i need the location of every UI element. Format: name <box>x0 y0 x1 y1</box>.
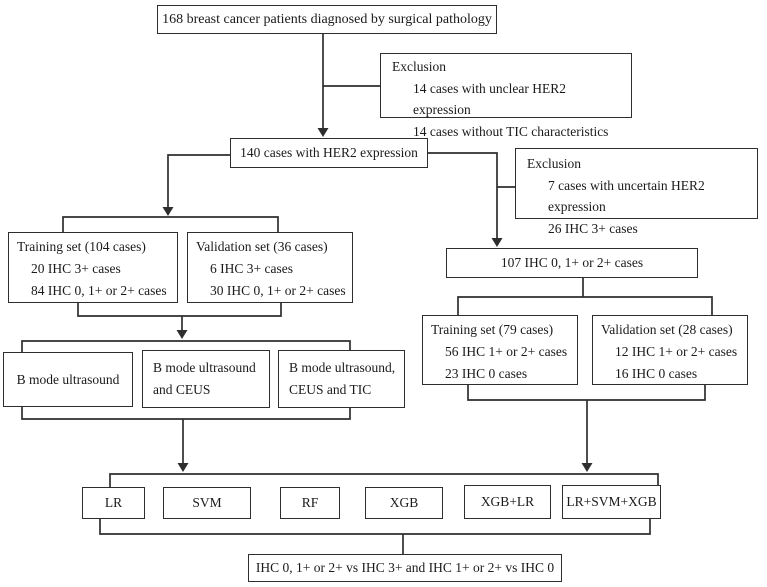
node-validation-set-left: Validation set (36 cases) 6 IHC 3+ cases… <box>187 232 353 303</box>
connector-right-merge-stem <box>581 400 593 472</box>
bracket-107-split <box>457 278 713 315</box>
training-set-right-item: 23 IHC 0 cases <box>445 366 528 381</box>
exclusion-2-title: Exclusion <box>527 156 581 171</box>
node-her2-cases: 140 cases with HER2 expression <box>230 138 428 168</box>
arrowhead-down-icon <box>177 463 189 472</box>
arrowhead-down-icon <box>176 330 188 339</box>
node-model-lr-label: LR <box>104 495 123 510</box>
connector-left-merge-stem <box>176 316 188 339</box>
node-exclusion-2: Exclusion 7 cases with uncertain HER2 ex… <box>515 148 758 236</box>
validation-set-left-item: 30 IHC 0, 1+ or 2+ cases <box>210 283 346 298</box>
node-ihc-107: 107 IHC 0, 1+ or 2+ cases <box>446 248 698 278</box>
validation-set-right-item: 12 IHC 1+ or 2+ cases <box>615 344 738 359</box>
validation-set-left-title: Validation set (36 cases) <box>196 239 328 254</box>
node-bmode-ceus-line: B mode ultrasound <box>153 360 256 375</box>
training-set-left-item: 20 IHC 3+ cases <box>31 261 121 276</box>
node-bmode-ceus-line: and CEUS <box>153 382 211 397</box>
node-model-xgb-lr-label: XGB+LR <box>480 494 535 509</box>
validation-set-right-item: 16 IHC 0 cases <box>615 366 698 381</box>
node-model-lr: LR <box>82 487 145 519</box>
node-ihc-107-label: 107 IHC 0, 1+ or 2+ cases <box>500 255 644 270</box>
node-bmode-ceus-tic-line: B mode ultrasound, <box>289 360 396 375</box>
node-bmode: B mode ultrasound <box>3 352 133 407</box>
node-model-xgb-label: XGB <box>389 495 419 510</box>
training-set-right-title: Training set (79 cases) <box>431 322 554 337</box>
validation-set-left-item: 6 IHC 3+ cases <box>210 261 293 276</box>
node-bmode-ceus-tic: B mode ultrasound, CEUS and TIC <box>278 350 405 408</box>
connector-her2-to-left-split <box>162 154 230 216</box>
node-model-svm: SVM <box>163 487 251 519</box>
node-bmode-ceus: B mode ultrasound and CEUS <box>142 350 270 408</box>
node-model-lr-svm-xgb-label: LR+SVM+XGB <box>566 494 657 509</box>
training-set-left-title: Training set (104 cases) <box>17 239 146 254</box>
connector-models-merge <box>99 519 651 535</box>
node-exclusion-1: Exclusion 14 cases with unclear HER2 exp… <box>380 53 632 139</box>
node-patients: 168 breast cancer patients diagnosed by … <box>157 5 497 34</box>
exclusion-2-item: 7 cases with uncertain HER2 expression <box>548 177 705 215</box>
node-model-lr-svm-xgb: LR+SVM+XGB <box>562 485 661 519</box>
node-model-svm-label: SVM <box>192 495 222 510</box>
node-final-comparison: IHC 0, 1+ or 2+ vs IHC 3+ and IHC 1+ or … <box>248 554 562 582</box>
node-her2-cases-label: 140 cases with HER2 expression <box>240 145 418 160</box>
node-training-set-right: Training set (79 cases) 56 IHC 1+ or 2+ … <box>422 315 578 385</box>
exclusion-1-item: 14 cases with unclear HER2 expression <box>413 80 566 118</box>
node-patients-label: 168 breast cancer patients diagnosed by … <box>162 11 492 27</box>
node-bmode-label: B mode ultrasound <box>16 371 120 387</box>
exclusion-1-title: Exclusion <box>392 59 446 74</box>
validation-set-right-title: Validation set (28 cases) <box>601 322 733 337</box>
exclusion-1-item: 14 cases without TIC characteristics <box>413 123 609 139</box>
connector-bmode-merge <box>21 407 351 420</box>
node-model-xgb: XGB <box>365 487 443 519</box>
node-bmode-ceus-tic-line: CEUS and TIC <box>289 382 372 397</box>
connector-her2-to-107 <box>428 152 503 247</box>
node-model-rf-label: RF <box>301 495 319 510</box>
node-final-comparison-label: IHC 0, 1+ or 2+ vs IHC 3+ and IHC 1+ or … <box>255 560 555 575</box>
connector-right-merge <box>467 385 706 401</box>
arrowhead-down-icon <box>491 238 503 247</box>
node-training-set-left: Training set (104 cases) 20 IHC 3+ cases… <box>8 232 178 303</box>
training-set-right-item: 56 IHC 1+ or 2+ cases <box>445 344 568 359</box>
connector-bmode-merge-stem <box>177 419 189 472</box>
connector-top-to-her2 <box>317 34 329 137</box>
connector-left-merge <box>77 303 282 317</box>
training-set-left-item: 84 IHC 0, 1+ or 2+ cases <box>31 283 167 298</box>
bracket-left-split <box>62 216 279 232</box>
node-model-xgb-lr: XGB+LR <box>464 485 551 519</box>
arrowhead-down-icon <box>162 207 174 216</box>
arrowhead-down-icon <box>581 463 593 472</box>
exclusion-2-item: 26 IHC 3+ cases <box>548 220 638 236</box>
node-validation-set-right: Validation set (28 cases) 12 IHC 1+ or 2… <box>592 315 748 385</box>
node-model-rf: RF <box>280 487 340 519</box>
arrowhead-down-icon <box>317 128 329 137</box>
